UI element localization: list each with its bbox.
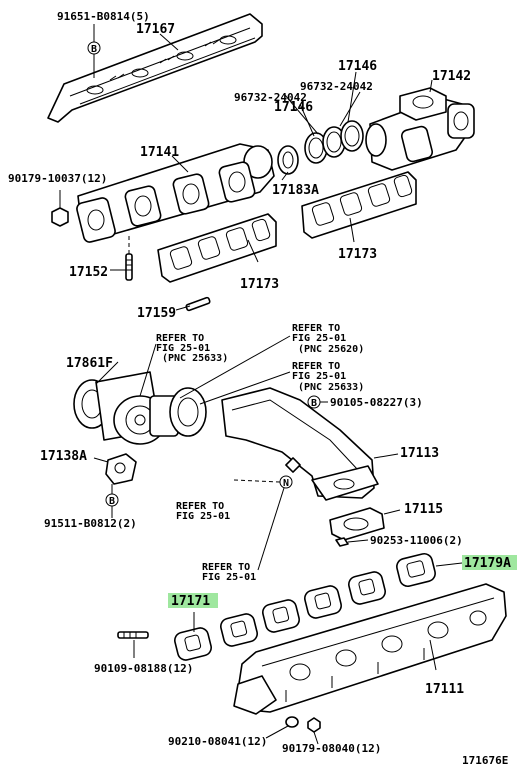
ref5-line2: FIG 25-01 xyxy=(202,572,256,583)
leader-lines xyxy=(93,33,463,745)
gasket-set-17171[interactable] xyxy=(173,570,387,661)
bolt-90253[interactable] xyxy=(335,537,349,547)
nut-90179-08040[interactable] xyxy=(307,717,321,733)
highlight-17171 xyxy=(168,593,218,608)
label-90179-08040: 90179-08040(12) xyxy=(282,742,381,755)
gasket-17179a[interactable] xyxy=(395,552,437,588)
exhaust-manifold-17142[interactable] xyxy=(365,87,475,171)
label-17861f: 17861F xyxy=(66,356,113,371)
svg-text:N: N xyxy=(283,478,289,489)
label-17167: 17167 xyxy=(136,22,175,37)
exhaust-pipe-17113[interactable] xyxy=(221,387,379,501)
label-17146-top: 17146 xyxy=(338,59,377,74)
label-17173-right: 17173 xyxy=(338,247,377,262)
label-91511: 91511-B0812(2) xyxy=(44,517,137,530)
label-17113: 17113 xyxy=(400,446,439,461)
label-17138a: 17138A xyxy=(40,449,87,464)
intake-manifold-17111[interactable] xyxy=(233,583,507,715)
svg-text:B: B xyxy=(91,44,97,55)
seal-rings-17183a[interactable] xyxy=(277,120,364,175)
highlight-17179a xyxy=(462,555,517,570)
marker-b-middle: B xyxy=(105,484,119,518)
ref2-line2: FIG 25-01 xyxy=(292,333,346,344)
ref1-line3: (PNC 25633) xyxy=(162,353,228,364)
ref3-line2: FIG 25-01 xyxy=(292,371,346,382)
svg-text:B: B xyxy=(109,496,115,507)
gasket-17173-right[interactable] xyxy=(301,171,417,239)
ref1-line2: FIG 25-01 xyxy=(156,343,210,354)
ref2-line1: REFER TO xyxy=(292,323,340,334)
label-17152: 17152 xyxy=(69,265,108,280)
exhaust-manifold-17141[interactable] xyxy=(76,143,275,243)
ref4-line2: FIG 25-01 xyxy=(176,511,230,522)
label-17146-mid: 17146 xyxy=(274,100,313,115)
gasket-17173-left[interactable] xyxy=(157,213,277,283)
marker-b-right: B xyxy=(307,395,328,409)
label-91651: 91651-B0814(5) xyxy=(57,10,150,23)
gasket-17115[interactable] xyxy=(329,507,385,541)
label-17141: 17141 xyxy=(140,145,179,160)
marker-b-top: B xyxy=(87,24,101,78)
label-17173-left: 17173 xyxy=(240,277,279,292)
label-17115: 17115 xyxy=(404,502,443,517)
label-17171: 17171 xyxy=(171,594,210,609)
washer-90210[interactable] xyxy=(285,716,299,728)
ref3-line1: REFER TO xyxy=(292,361,340,372)
label-96732-left: 96732-24042 xyxy=(234,91,307,104)
label-90109: 90109-08188(12) xyxy=(94,662,193,675)
marker-n: N xyxy=(233,475,293,489)
part-number-labels: 91651-B0814(5) 17167 17146 96732-24042 1… xyxy=(8,10,517,767)
heat-insulator-17167[interactable] xyxy=(47,13,263,123)
ref4-line1: REFER TO xyxy=(176,501,224,512)
label-96732-right: 96732-24042 xyxy=(300,80,373,93)
stud-17159[interactable] xyxy=(185,296,211,312)
ref5-line1: REFER TO xyxy=(202,562,250,573)
label-17159: 17159 xyxy=(137,306,176,321)
ref3-line3: (PNC 25633) xyxy=(298,382,364,393)
label-17111: 17111 xyxy=(425,682,464,697)
label-90179-10037: 90179-10037(12) xyxy=(8,172,107,185)
svg-text:B: B xyxy=(311,398,317,409)
label-90105: 90105-08227(3) xyxy=(330,396,423,409)
label-17183a: 17183A xyxy=(272,183,319,198)
label-17179a: 17179A xyxy=(464,556,511,571)
label-90210: 90210-08041(12) xyxy=(168,735,267,748)
stud-17152[interactable] xyxy=(125,236,133,281)
label-17142: 17142 xyxy=(432,69,471,84)
figure-code: 171676E xyxy=(462,754,508,767)
ref1-line1: REFER TO xyxy=(156,333,204,344)
nut-90179-10037[interactable] xyxy=(51,190,69,227)
egr-valve-17861f[interactable] xyxy=(73,371,207,445)
label-90253: 90253-11006(2) xyxy=(370,534,463,547)
stud-90109[interactable] xyxy=(117,631,149,639)
bracket-17138a[interactable] xyxy=(105,453,137,485)
ref2-line3: (PNC 25620) xyxy=(298,344,364,355)
